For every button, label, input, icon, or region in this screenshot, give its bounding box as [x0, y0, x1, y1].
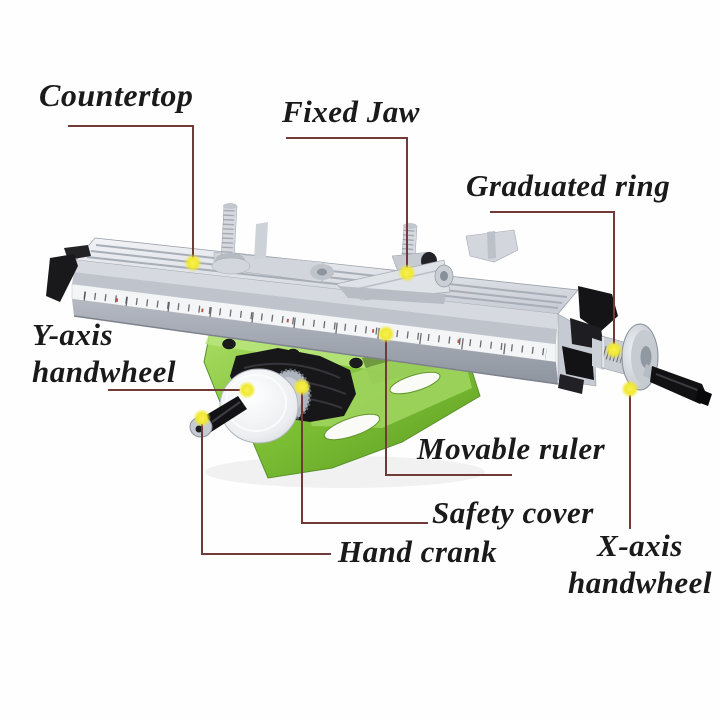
leader-fixed-jaw: [286, 137, 408, 268]
leader-movable-ruler: [385, 340, 512, 476]
leader-hand-crank: [201, 424, 331, 555]
leader-lines: [68, 125, 631, 555]
x-axis-handle: [643, 364, 712, 406]
left-end-stop: [46, 245, 91, 302]
dot-x-axis-handwheel: [621, 380, 639, 398]
label-graduated-ring: Graduated ring: [466, 168, 671, 203]
marker-dots: [184, 254, 639, 427]
leader-graduated-ring: [490, 211, 615, 344]
dot-y-axis-handwheel: [238, 381, 256, 399]
dot-safety-cover: [293, 378, 311, 396]
dot-graduated-ring: [605, 341, 623, 359]
dot-countertop: [184, 254, 202, 272]
label-countertop: Countertop: [39, 77, 194, 113]
leader-countertop: [68, 125, 194, 259]
base-slot: [323, 413, 381, 441]
dot-fixed-jaw: [398, 264, 416, 282]
label-x-axis-handwheel: X-axis handwheel: [567, 528, 713, 600]
leader-safety-cover: [301, 392, 428, 524]
x-axis-assembly: [592, 323, 712, 406]
label-movable-ruler: Movable ruler: [417, 431, 606, 466]
label-hand-crank: Hand crank: [338, 534, 498, 569]
dot-movable-ruler: [377, 325, 395, 343]
label-y-axis-handwheel: Y-axis handwheel: [32, 317, 177, 389]
base-slot: [389, 371, 441, 395]
clamp-left: [211, 203, 335, 283]
label-fixed-jaw: Fixed Jaw: [282, 94, 420, 129]
dot-hand-crank: [193, 409, 211, 427]
label-safety-cover: Safety cover: [432, 495, 594, 530]
